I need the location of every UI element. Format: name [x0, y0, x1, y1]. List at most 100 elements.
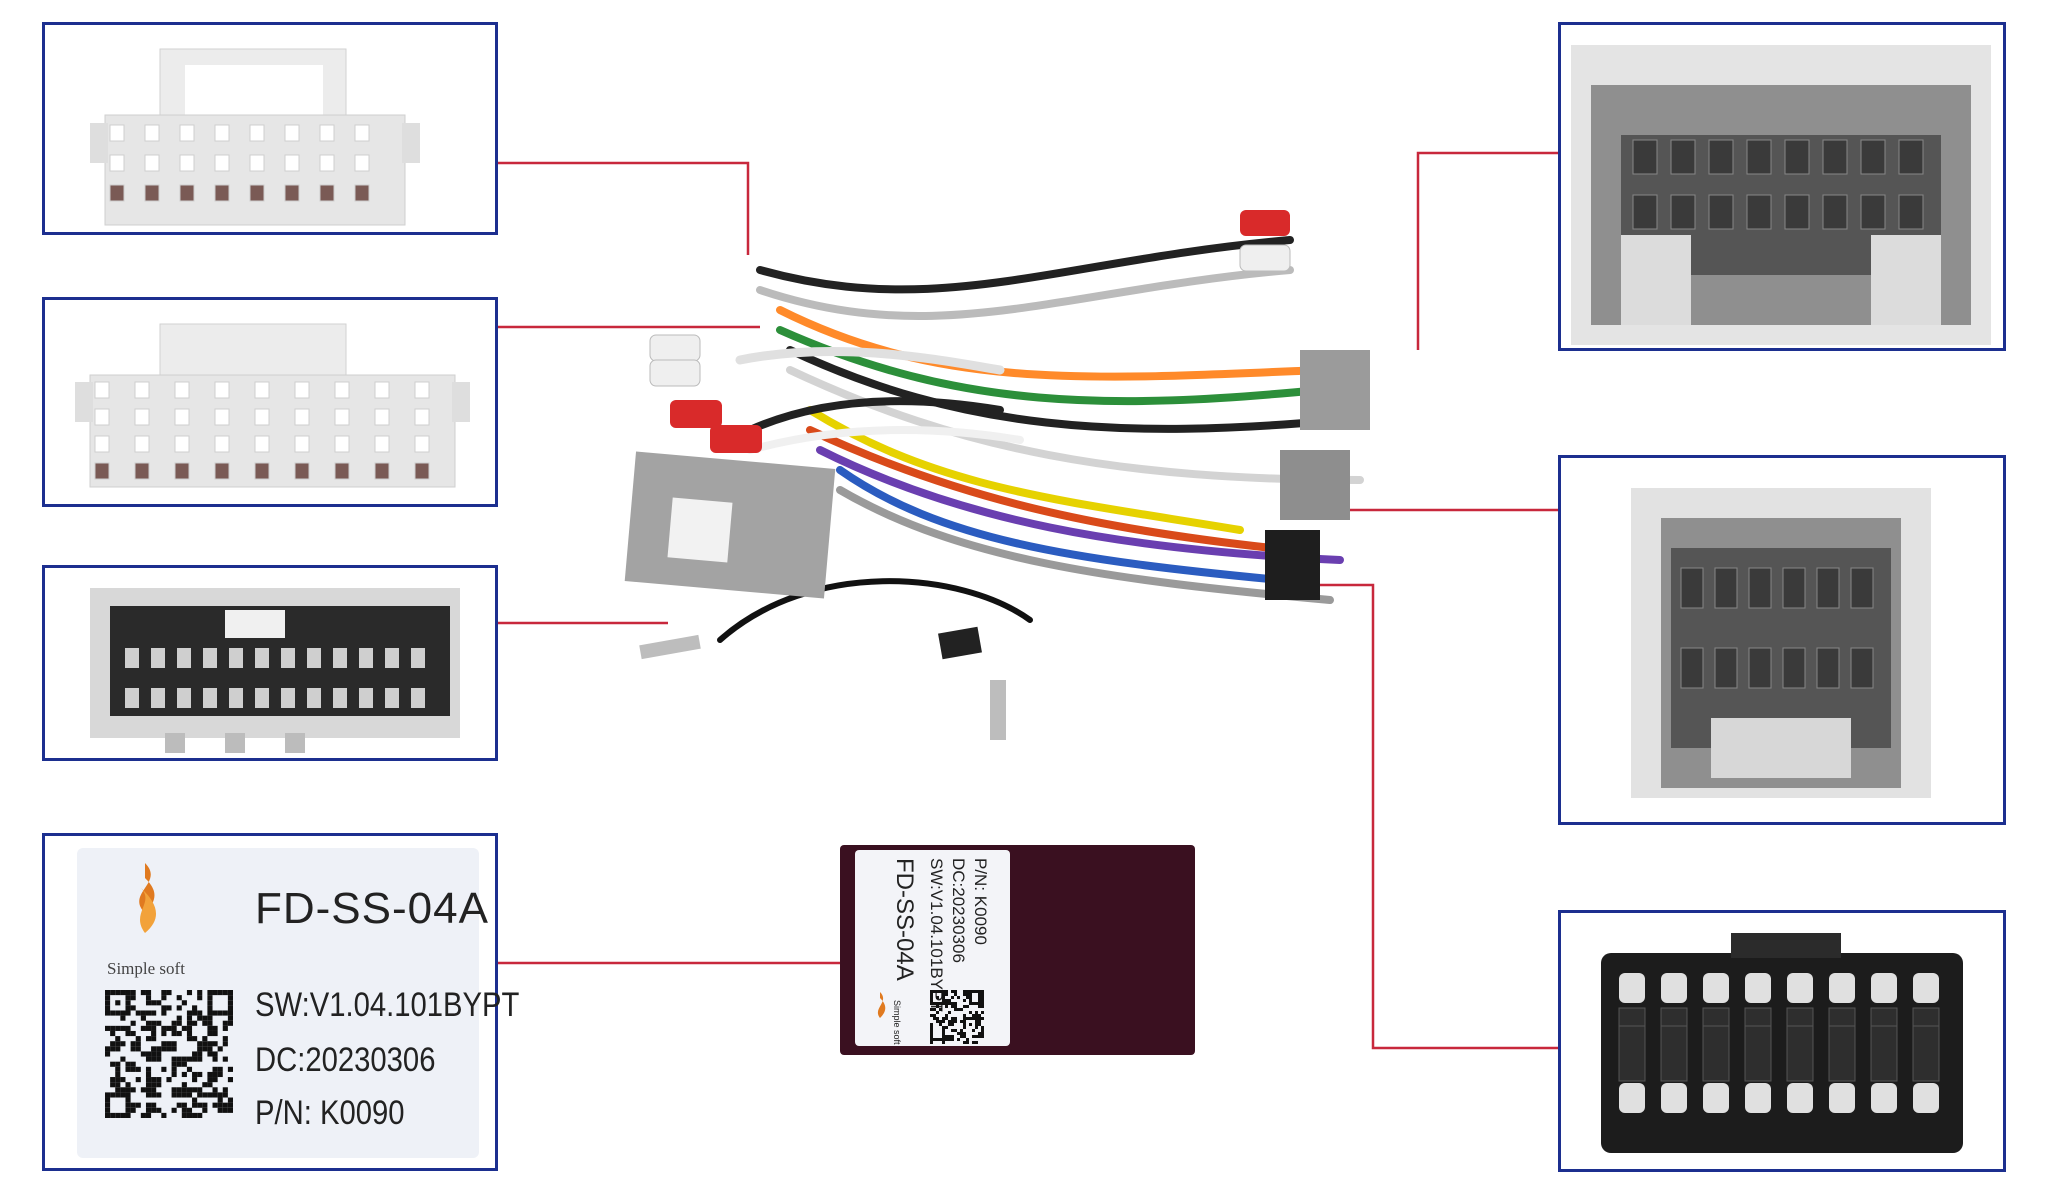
qr-module	[933, 1017, 936, 1020]
qr-module	[105, 1092, 111, 1098]
qr-module	[207, 1005, 213, 1011]
qr-module	[192, 1102, 198, 1108]
pin-terminal	[1748, 567, 1772, 609]
pin-terminal	[281, 648, 295, 668]
qr-module	[125, 1066, 131, 1072]
qr-module	[222, 1102, 228, 1108]
qr-module	[125, 1097, 131, 1103]
pin-terminal	[1680, 567, 1704, 609]
qr-module	[936, 996, 939, 999]
qr-module	[227, 1077, 233, 1083]
qr-module	[975, 1035, 978, 1038]
qr-module	[212, 1102, 218, 1108]
qr-module	[978, 993, 981, 996]
qr-module	[936, 1038, 939, 1041]
qr-module	[135, 1102, 141, 1108]
qr-module	[115, 1010, 121, 1016]
qr-module	[151, 1082, 157, 1088]
qr-module	[930, 1032, 933, 1035]
qr-module	[930, 996, 933, 999]
qr-module	[151, 1087, 157, 1093]
pin-terminal	[1708, 194, 1734, 230]
qr-module	[969, 1011, 972, 1014]
pin-cavity	[254, 462, 270, 480]
qr-module	[145, 1112, 152, 1118]
pin-terminal	[255, 648, 269, 668]
qr-module	[181, 1000, 187, 1006]
pin-cavity	[414, 381, 430, 399]
pin-terminal	[151, 688, 165, 708]
qr-module	[181, 1061, 187, 1067]
qr-module	[202, 1041, 208, 1047]
qr-module	[115, 1071, 121, 1078]
qr-module	[161, 1025, 167, 1031]
qr-module	[942, 1035, 945, 1038]
qr-module	[954, 1017, 957, 1020]
qr-module	[207, 1077, 213, 1083]
qr-module	[972, 1029, 975, 1032]
pin-terminal	[255, 688, 269, 708]
qr-module	[951, 1017, 954, 1020]
qr-module	[957, 1038, 960, 1041]
pin-terminal	[1708, 139, 1734, 175]
qr-module	[960, 1032, 963, 1035]
pin-cavity	[109, 154, 125, 172]
pin-terminal	[281, 688, 295, 708]
qr-module	[963, 999, 966, 1002]
qr-module	[130, 1046, 136, 1052]
qr-module	[963, 1017, 966, 1020]
qr-module	[960, 1020, 963, 1023]
qr-module	[942, 993, 945, 996]
qr-module	[933, 1038, 936, 1041]
pin-terminal	[1702, 1025, 1730, 1082]
pin-terminal	[1784, 139, 1810, 175]
qr-module	[217, 1010, 223, 1016]
qr-module	[202, 1092, 208, 1098]
qr-module	[171, 1066, 177, 1072]
qr-module	[954, 990, 957, 993]
qr-module	[963, 1035, 966, 1038]
pin-terminal	[203, 688, 217, 708]
qr-module	[954, 1008, 957, 1011]
qr-module	[110, 1041, 116, 1047]
gray-connector-16pin-image	[1571, 45, 1991, 345]
qr-module	[197, 1071, 203, 1078]
qr-module	[197, 1051, 203, 1057]
qr-module	[186, 1036, 193, 1042]
qr-module	[945, 1026, 948, 1029]
qr-module	[939, 1002, 942, 1005]
pin-terminal	[333, 688, 347, 708]
qr-module	[945, 993, 948, 996]
qr-module	[110, 1046, 116, 1052]
qr-module	[145, 1025, 152, 1031]
qr-module	[145, 1092, 152, 1098]
pin-cavity	[354, 154, 370, 172]
pin-cavity	[214, 184, 230, 202]
pin-terminal	[1850, 567, 1874, 609]
pin-cavity	[334, 408, 350, 426]
pin-terminal	[1816, 647, 1840, 689]
qr-module	[981, 1029, 984, 1032]
pin-terminal	[203, 648, 217, 668]
module-brand: Simple soft	[892, 1000, 902, 1045]
qr-module	[161, 1046, 167, 1052]
pin-terminal	[1746, 139, 1772, 175]
qr-module	[951, 1023, 954, 1026]
qr-module	[192, 1005, 198, 1011]
qr-module	[120, 1041, 126, 1047]
qr-module	[171, 1056, 177, 1062]
qr-module	[120, 990, 126, 996]
qr-module	[115, 1036, 121, 1042]
qr-module	[140, 1051, 146, 1057]
qr-module	[981, 1011, 984, 1014]
qr-module	[115, 1087, 121, 1093]
qr-module	[151, 1051, 157, 1057]
qr-module	[212, 990, 218, 996]
qr-module	[930, 990, 933, 993]
qr-module	[197, 995, 203, 1001]
qr-module	[966, 1017, 969, 1020]
qr-module	[207, 1025, 213, 1031]
qr-module	[130, 995, 136, 1001]
qr-module	[207, 1082, 213, 1088]
pin-cavity	[109, 184, 125, 202]
